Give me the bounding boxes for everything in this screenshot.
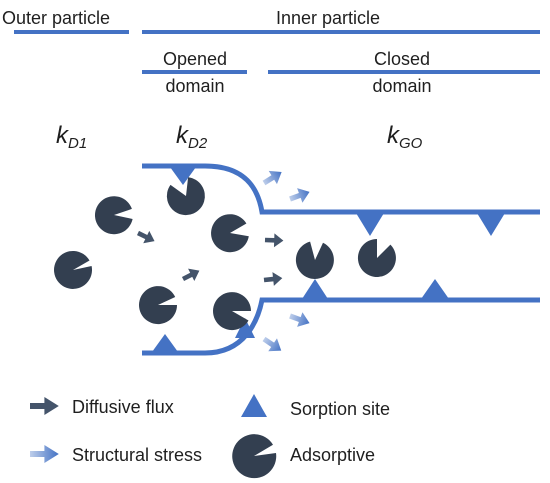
adsorptive-molecule (213, 292, 251, 331)
sorption-site-triangle (235, 318, 255, 338)
diffusive-flux-arrow (181, 268, 200, 282)
diffusive-flux-arrow (263, 272, 283, 286)
structural-stress-arrow (289, 312, 310, 327)
legend-adsorptive-label: Adsorptive (290, 445, 376, 465)
closed-domain-label-top: Closed (373, 49, 431, 69)
inner-particle-bar (142, 30, 540, 34)
sorption-site-triangle (152, 334, 178, 352)
legend-sorption-site-icon (241, 394, 267, 417)
structural-stress-arrow (289, 188, 310, 203)
sorption-site-triangle (421, 279, 449, 299)
diffusive-flux-arrow (264, 233, 284, 248)
adsorptive-molecule (94, 196, 133, 235)
adsorptive-molecule (357, 238, 396, 277)
adsorptive-molecule (166, 177, 205, 216)
legend-diffusive-flux-icon (30, 397, 59, 415)
opened-domain-label-bottom: domain (165, 76, 225, 96)
sorption-site-triangle (477, 213, 505, 236)
outer-particle-bar (14, 30, 129, 34)
legend-adsorptive-icon (232, 434, 277, 479)
closed-domain-label-bottom: domain (372, 76, 432, 96)
structural-stress-arrows (262, 170, 310, 352)
adsorptive-molecule (211, 214, 249, 253)
sorption-site-triangle (170, 167, 196, 185)
inner-particle-label: Inner particle (275, 8, 381, 28)
sorption-site-triangle (356, 213, 384, 236)
opened-domain-bar (142, 70, 247, 74)
outer-particle-label: Outer particle (2, 8, 111, 28)
diffusive-flux-arrow (136, 230, 155, 244)
pore-bottom-wall (142, 297, 540, 356)
legend-structural-stress-icon (30, 445, 59, 463)
closed-domain-bar (268, 70, 540, 74)
legend-diffusive-flux-label: Diffusive flux (72, 397, 174, 417)
sorption-site-triangle (302, 279, 328, 299)
kd1-label: kD1 (56, 122, 88, 152)
pore-top-wall (142, 163, 540, 215)
opened-domain-label-top: Opened (162, 49, 228, 69)
structural-stress-arrow (262, 336, 282, 352)
legend-structural-stress-label: Structural stress (72, 445, 203, 465)
diffusive-flux-arrows (136, 230, 284, 286)
legend-sorption-site-label: Sorption site (290, 399, 391, 419)
adsorptive-molecule (295, 241, 334, 279)
kgo-label: kGO (387, 122, 423, 152)
adsorptive-molecule (139, 286, 178, 325)
kd2-label: kD2 (176, 122, 208, 152)
structural-stress-arrow (262, 170, 282, 186)
adsorptive-molecule (54, 250, 93, 289)
